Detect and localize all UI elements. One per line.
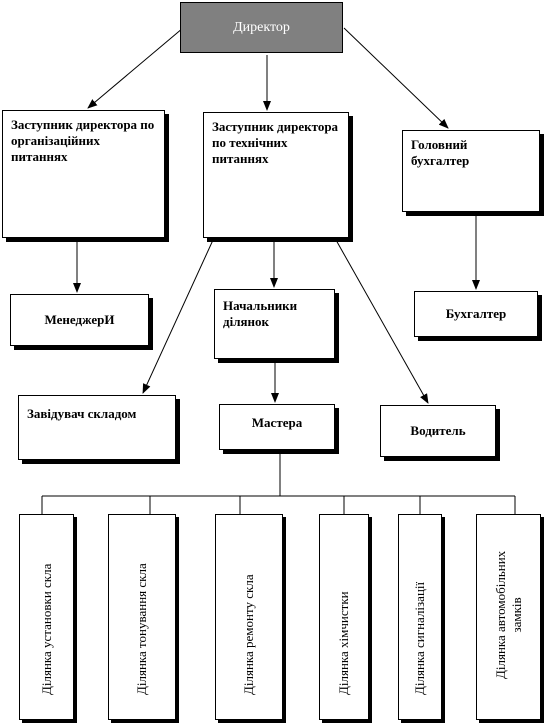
director-label: Директор <box>233 19 290 35</box>
arrow-director-to-chief-accountant <box>343 27 449 129</box>
arrow-deputy-tech-to-warehouse <box>142 239 214 394</box>
arrow-director-to-deputy-org <box>87 27 184 109</box>
deputy-org-box: Заступник директора по організаційних пи… <box>2 110 165 238</box>
managers-box: МенеджерИ <box>10 294 149 346</box>
deputy-tech-box: Заступник директора по технічних питання… <box>203 112 349 238</box>
chief-accountant-label: Головний бухгалтер <box>411 137 470 168</box>
section-label-car-locks: Ділянка автомобільних замків <box>492 550 524 679</box>
section-box-alarm: Ділянка сигналізації <box>398 514 442 720</box>
warehouse-head-label: Завідувач складом <box>27 406 137 421</box>
section-box-car-locks: Ділянка автомобільних замків <box>476 514 541 720</box>
section-label-alarm: Ділянка сигналізації <box>412 581 427 695</box>
section-label-glass-install: Ділянка установки скла <box>38 563 54 695</box>
deputy-tech-label: Заступник директора по технічних питання… <box>212 119 339 166</box>
section-label-glass-repair: Ділянка ремонту скла <box>241 574 256 695</box>
masters-box: Мастера <box>219 404 335 450</box>
section-box-glass-install: Ділянка установки скла <box>19 514 74 720</box>
arrow-deputy-tech-to-driver <box>335 239 429 404</box>
driver-label: Водитель <box>410 423 466 438</box>
warehouse-head-box: Завідувач складом <box>18 395 176 460</box>
director-box: Директор <box>180 2 343 53</box>
section-box-glass-tinting: Ділянка тонування скла <box>108 514 176 720</box>
section-box-dry-cleaning: Ділянка хімчистки <box>319 514 369 720</box>
masters-label: Мастера <box>251 415 303 430</box>
chief-accountant-box: Головний бухгалтер <box>402 130 540 212</box>
managers-label: МенеджерИ <box>44 312 115 327</box>
section-box-glass-repair: Ділянка ремонту скла <box>215 514 283 720</box>
section-label-dry-cleaning: Ділянка хімчистки <box>336 591 351 695</box>
deputy-org-label: Заступник директора по організаційних пи… <box>11 117 155 164</box>
section-heads-box: Начальники ділянок <box>214 289 335 359</box>
driver-box: Водитель <box>380 405 496 457</box>
section-heads-label: Начальники ділянок <box>223 298 298 329</box>
accountant-label: Бухгалтер <box>445 306 507 321</box>
section-label-glass-tinting: Ділянка тонування скла <box>134 563 149 695</box>
accountant-box: Бухгалтер <box>414 291 538 337</box>
